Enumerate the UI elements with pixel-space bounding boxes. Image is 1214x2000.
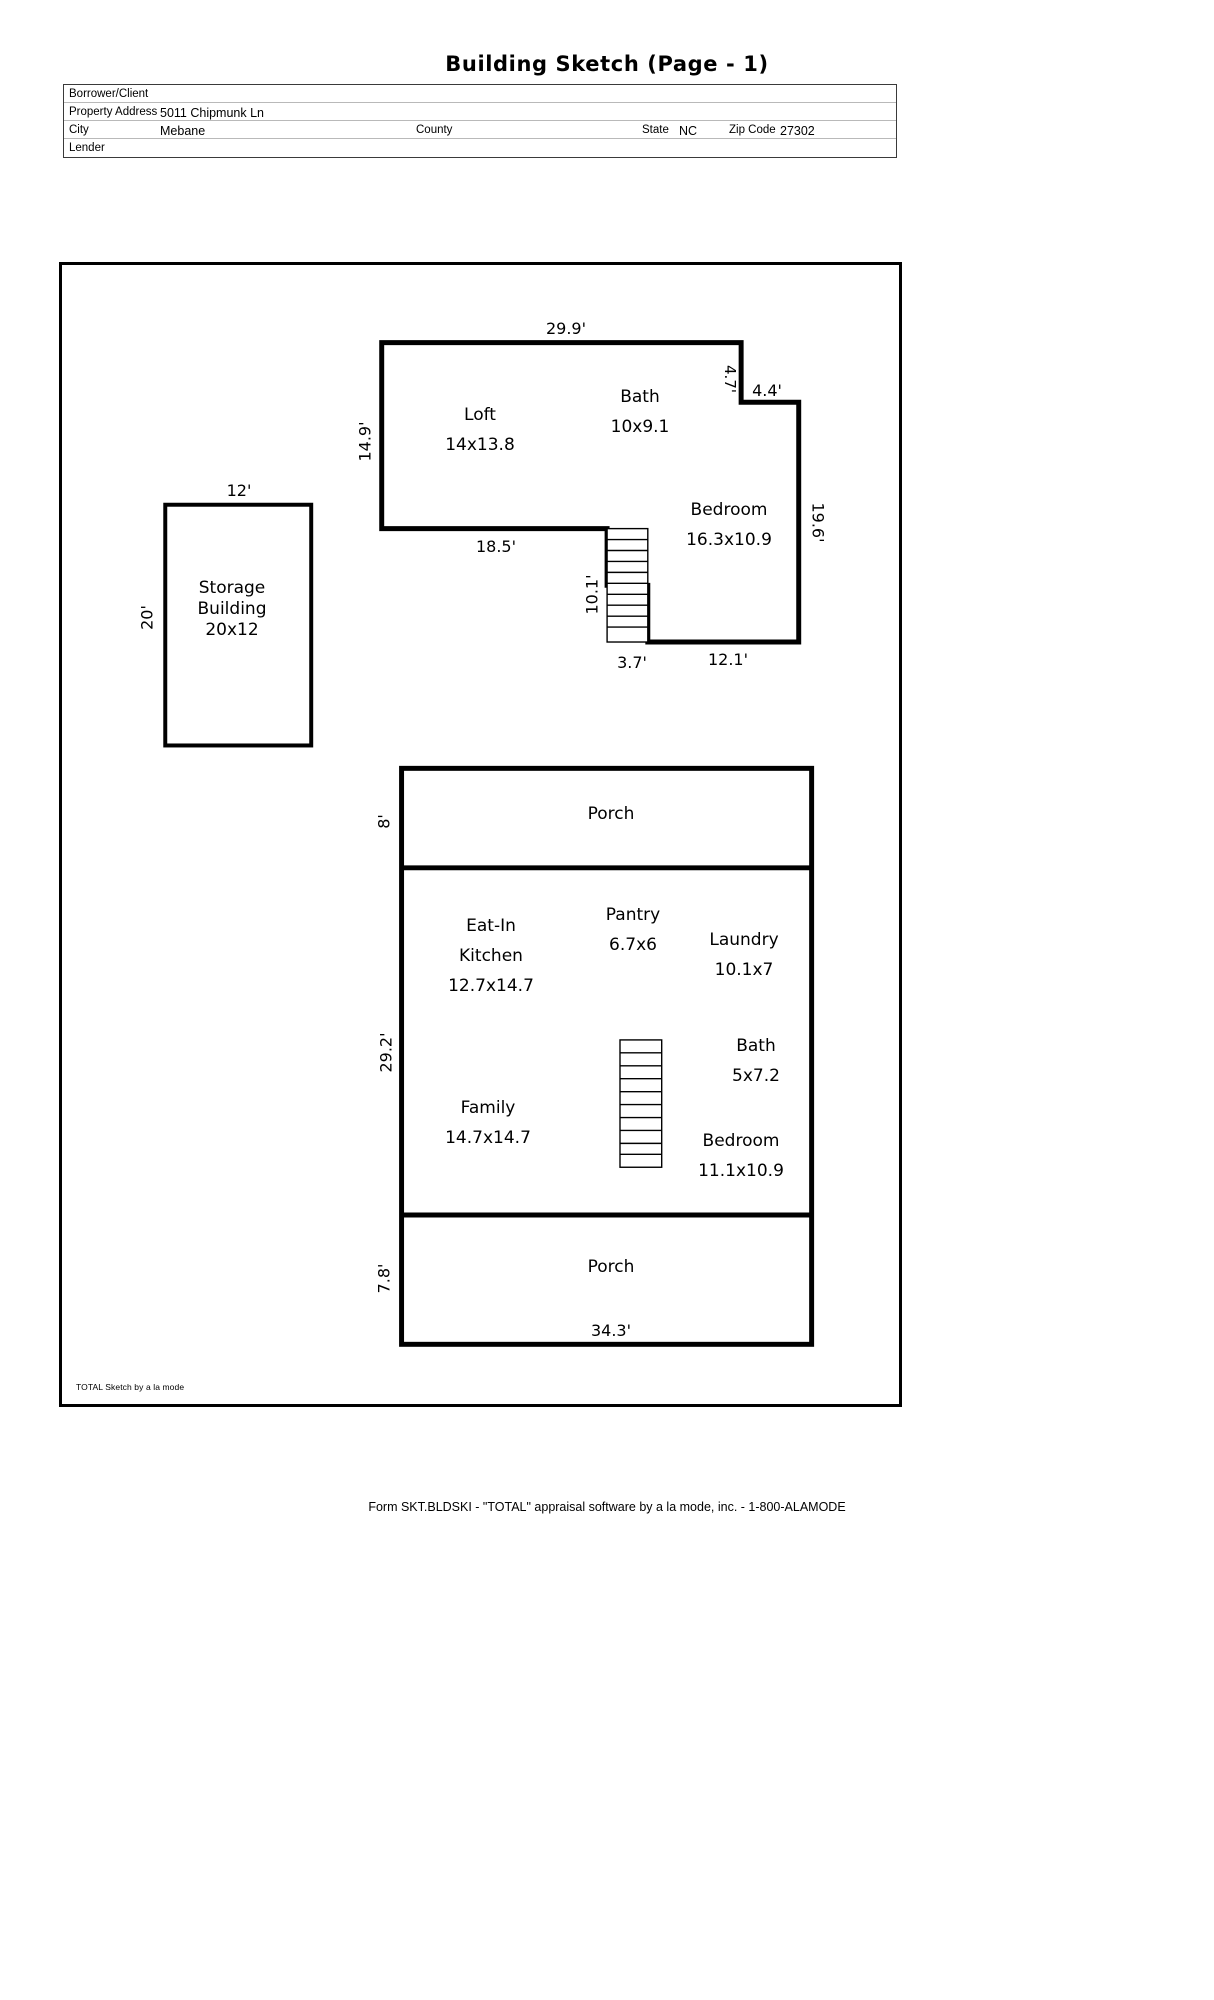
header-row-city-county-state-zip: City Mebane County State NC Zip Code 273…: [64, 121, 896, 139]
main-level-outline: [399, 765, 815, 1347]
header-row-property-address: Property Address 5011 Chipmunk Ln: [64, 103, 896, 121]
main-bath-size: 5x7.2: [732, 1066, 780, 1086]
storage-building-name-line1: Storage: [198, 578, 266, 598]
county-label: County: [416, 124, 453, 136]
room-label-family: Family 14.7x14.7: [445, 1098, 531, 1149]
family-name: Family: [460, 1098, 516, 1118]
page-title: Building Sketch (Page - 1): [445, 52, 769, 76]
dimension-stair-bottom: 3.7': [617, 653, 647, 672]
loft-size: 14x13.8: [445, 435, 515, 455]
eat-in-kitchen-size: 12.7x14.7: [448, 976, 534, 996]
room-label-lower-porch: Porch: [588, 1257, 635, 1278]
dimension-main-bottom: 34.3': [590, 1321, 632, 1340]
room-label-upper-bedroom: Bedroom 16.3x10.9: [686, 500, 772, 551]
dimension-storage-left: 20': [137, 605, 157, 630]
property-header-table: Borrower/Client Property Address 5011 Ch…: [63, 84, 897, 158]
room-label-upper-porch: Porch: [588, 804, 635, 825]
dimension-upper-right: 19.6': [808, 502, 828, 543]
zip-code-value[interactable]: 27302: [780, 124, 815, 138]
zip-code-label: Zip Code: [729, 124, 776, 136]
main-bedroom-size: 11.1x10.9: [698, 1161, 784, 1181]
laundry-name: Laundry: [709, 930, 779, 950]
storage-building-outline: [163, 502, 314, 748]
upper-bath-name: Bath: [620, 387, 660, 407]
room-label-storage-building: Storage Building 20x12: [198, 578, 267, 641]
lender-label: Lender: [69, 142, 105, 154]
room-label-laundry: Laundry 10.1x7: [709, 930, 778, 981]
room-label-main-bath: Bath 5x7.2: [732, 1036, 780, 1087]
room-label-pantry: Pantry 6.7x6: [606, 905, 660, 956]
dimension-porch-bottom-left: 7.8': [374, 1263, 394, 1294]
dimension-stair-left: 10.1': [582, 574, 602, 615]
property-address-label: Property Address: [69, 106, 158, 118]
room-label-eat-in-kitchen: Eat-In Kitchen 12.7x14.7: [448, 916, 534, 997]
dimension-upper-top: 29.9': [545, 319, 587, 338]
main-stairs-icon: [619, 1039, 663, 1168]
header-row-lender: Lender: [64, 139, 896, 157]
main-bath-name: Bath: [736, 1036, 776, 1056]
eat-in-kitchen-name-line2: Kitchen: [459, 946, 523, 966]
sketch-credit-note: TOTAL Sketch by a la mode: [76, 1382, 185, 1392]
header-row-borrower: Borrower/Client: [64, 85, 896, 103]
upper-porch-name: Porch: [587, 804, 635, 824]
room-label-upper-bath: Bath 10x9.1: [611, 387, 670, 438]
family-size: 14.7x14.7: [445, 1128, 531, 1148]
storage-building-name-line2: Building: [197, 599, 267, 619]
eat-in-kitchen-name-line1: Eat-In: [466, 916, 516, 936]
dimension-upper-notch-vertical: 4.7': [721, 365, 739, 393]
city-label: City: [69, 124, 89, 136]
dimension-upper-left: 14.9': [355, 421, 375, 462]
storage-building-size: 20x12: [205, 620, 259, 640]
main-bedroom-name: Bedroom: [702, 1131, 780, 1151]
room-label-loft: Loft 14x13.8: [445, 405, 515, 456]
dimension-porch-top-left: 8': [374, 814, 394, 829]
upper-stairs-icon: [606, 527, 649, 643]
building-sketch-canvas-frame: Storage Building 20x12 Loft 14x13.8 Bath…: [59, 262, 902, 1407]
dimension-upper-notch-horizontal: 4.4': [752, 381, 782, 400]
room-label-main-bedroom: Bedroom 11.1x10.9: [698, 1131, 784, 1182]
laundry-size: 10.1x7: [714, 960, 774, 980]
dimension-upper-bottom-right: 12.1': [707, 650, 749, 669]
form-footer: Form SKT.BLDSKI - "TOTAL" appraisal soft…: [368, 1500, 846, 1514]
property-address-value[interactable]: 5011 Chipmunk Ln: [160, 106, 265, 120]
upper-bedroom-size: 16.3x10.9: [686, 530, 772, 550]
pantry-size: 6.7x6: [609, 935, 657, 955]
state-label: State: [642, 124, 669, 136]
dimension-main-left: 29.2': [376, 1032, 396, 1073]
pantry-name: Pantry: [605, 905, 661, 925]
lower-porch-name: Porch: [587, 1257, 635, 1277]
state-value[interactable]: NC: [679, 124, 698, 138]
upper-bedroom-name: Bedroom: [690, 500, 768, 520]
upper-bath-size: 10x9.1: [610, 417, 670, 437]
city-value[interactable]: Mebane: [160, 124, 206, 138]
loft-name: Loft: [464, 405, 496, 425]
floorplan-drawing: [163, 340, 815, 1347]
dimension-upper-bottom-left: 18.5': [475, 537, 517, 556]
borrower-label: Borrower/Client: [69, 88, 149, 100]
dimension-storage-top: 12': [226, 481, 252, 500]
